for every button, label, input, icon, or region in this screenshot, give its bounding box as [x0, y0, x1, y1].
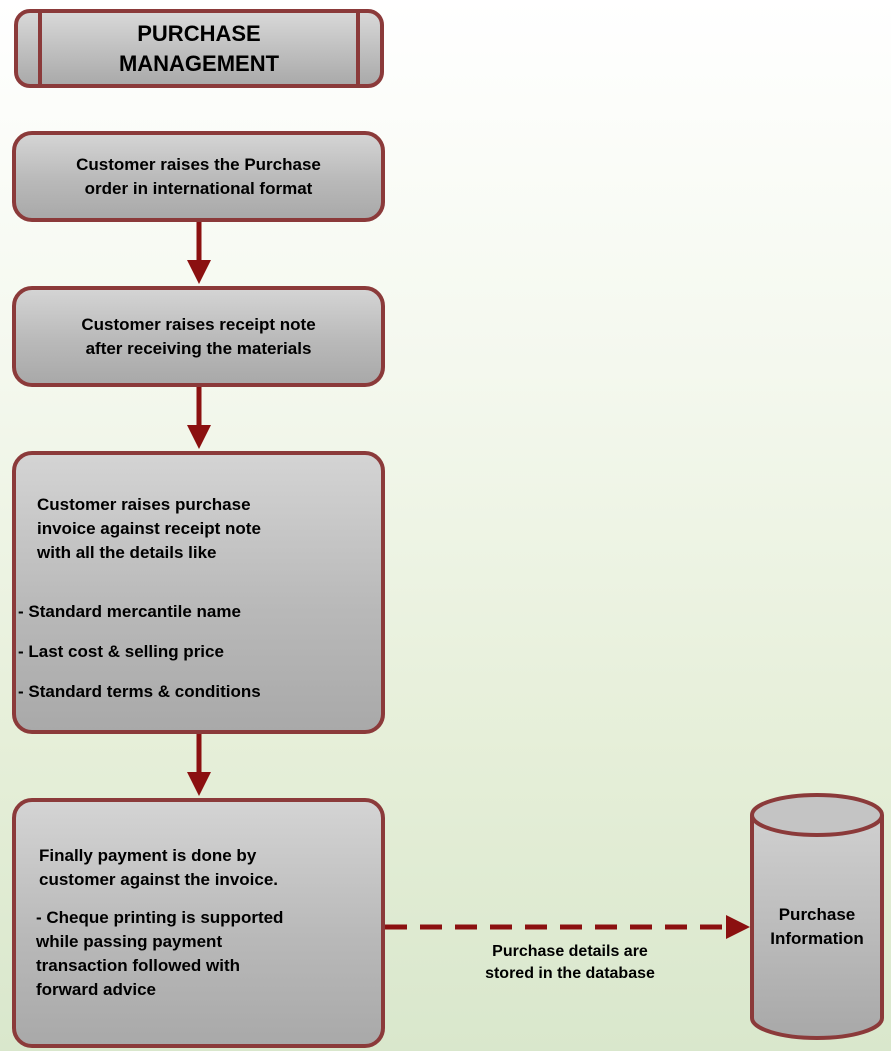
step-box-order: Customer raises the Purchase order in in…	[12, 131, 385, 222]
arrow-invoice-to-payment	[187, 734, 211, 796]
step-box-invoice: Customer raises purchase invoice against…	[12, 451, 385, 734]
arrow-receipt-to-invoice	[187, 387, 211, 449]
arrow-order-to-receipt	[187, 222, 211, 284]
step-4-line-2: customer against the invoice.	[39, 870, 279, 889]
title-line-2: MANAGEMENT	[118, 50, 280, 76]
database-label: Purchase Information	[752, 903, 882, 951]
connector-caption-line-2: stored in the database	[485, 965, 655, 982]
title-left-bar	[38, 13, 42, 84]
step-3-bullet-1: - Standard mercantile name	[18, 602, 241, 621]
step-3-bullet-2: - Last cost & selling price	[18, 642, 224, 661]
step-4-bullet-3: transaction followed with	[36, 956, 241, 975]
step-3-line-3: with all the details like	[37, 543, 217, 562]
step-2-line-1: Customer raises receipt note	[81, 314, 316, 334]
step-3-line-1: Customer raises purchase	[37, 495, 251, 514]
step-1-line-1: Customer raises the Purchase	[76, 154, 321, 174]
step-3-bullet-3: - Standard terms & conditions	[18, 682, 261, 701]
database-label-line-1: Purchase	[778, 905, 856, 924]
step-1-line-2: order in international format	[84, 178, 313, 198]
step-4-bullet-1: - Cheque printing is supported	[36, 908, 284, 927]
diagram-title-box: PURCHASE MANAGEMENT	[14, 9, 384, 88]
step-box-receipt: Customer raises receipt note after recei…	[12, 286, 385, 387]
step-4-bullet-2: while passing payment	[36, 932, 223, 951]
diagram-title: PURCHASE MANAGEMENT	[18, 13, 380, 84]
database-label-line-2: Information	[770, 929, 864, 948]
step-4-line-1: Finally payment is done by	[39, 846, 257, 865]
step-3-line-2: invoice against receipt note	[37, 519, 261, 538]
connector-caption-line-1: Purchase details are	[492, 943, 648, 960]
step-4-bullet-4: forward advice	[36, 980, 156, 999]
dashed-arrow-to-database	[385, 915, 750, 939]
step-2-line-2: after receiving the materials	[85, 338, 312, 358]
connector-caption: Purchase details are stored in the datab…	[420, 941, 720, 985]
title-line-1: PURCHASE	[137, 20, 261, 46]
step-box-payment: Finally payment is done by customer agai…	[12, 798, 385, 1048]
title-right-bar	[356, 13, 360, 84]
